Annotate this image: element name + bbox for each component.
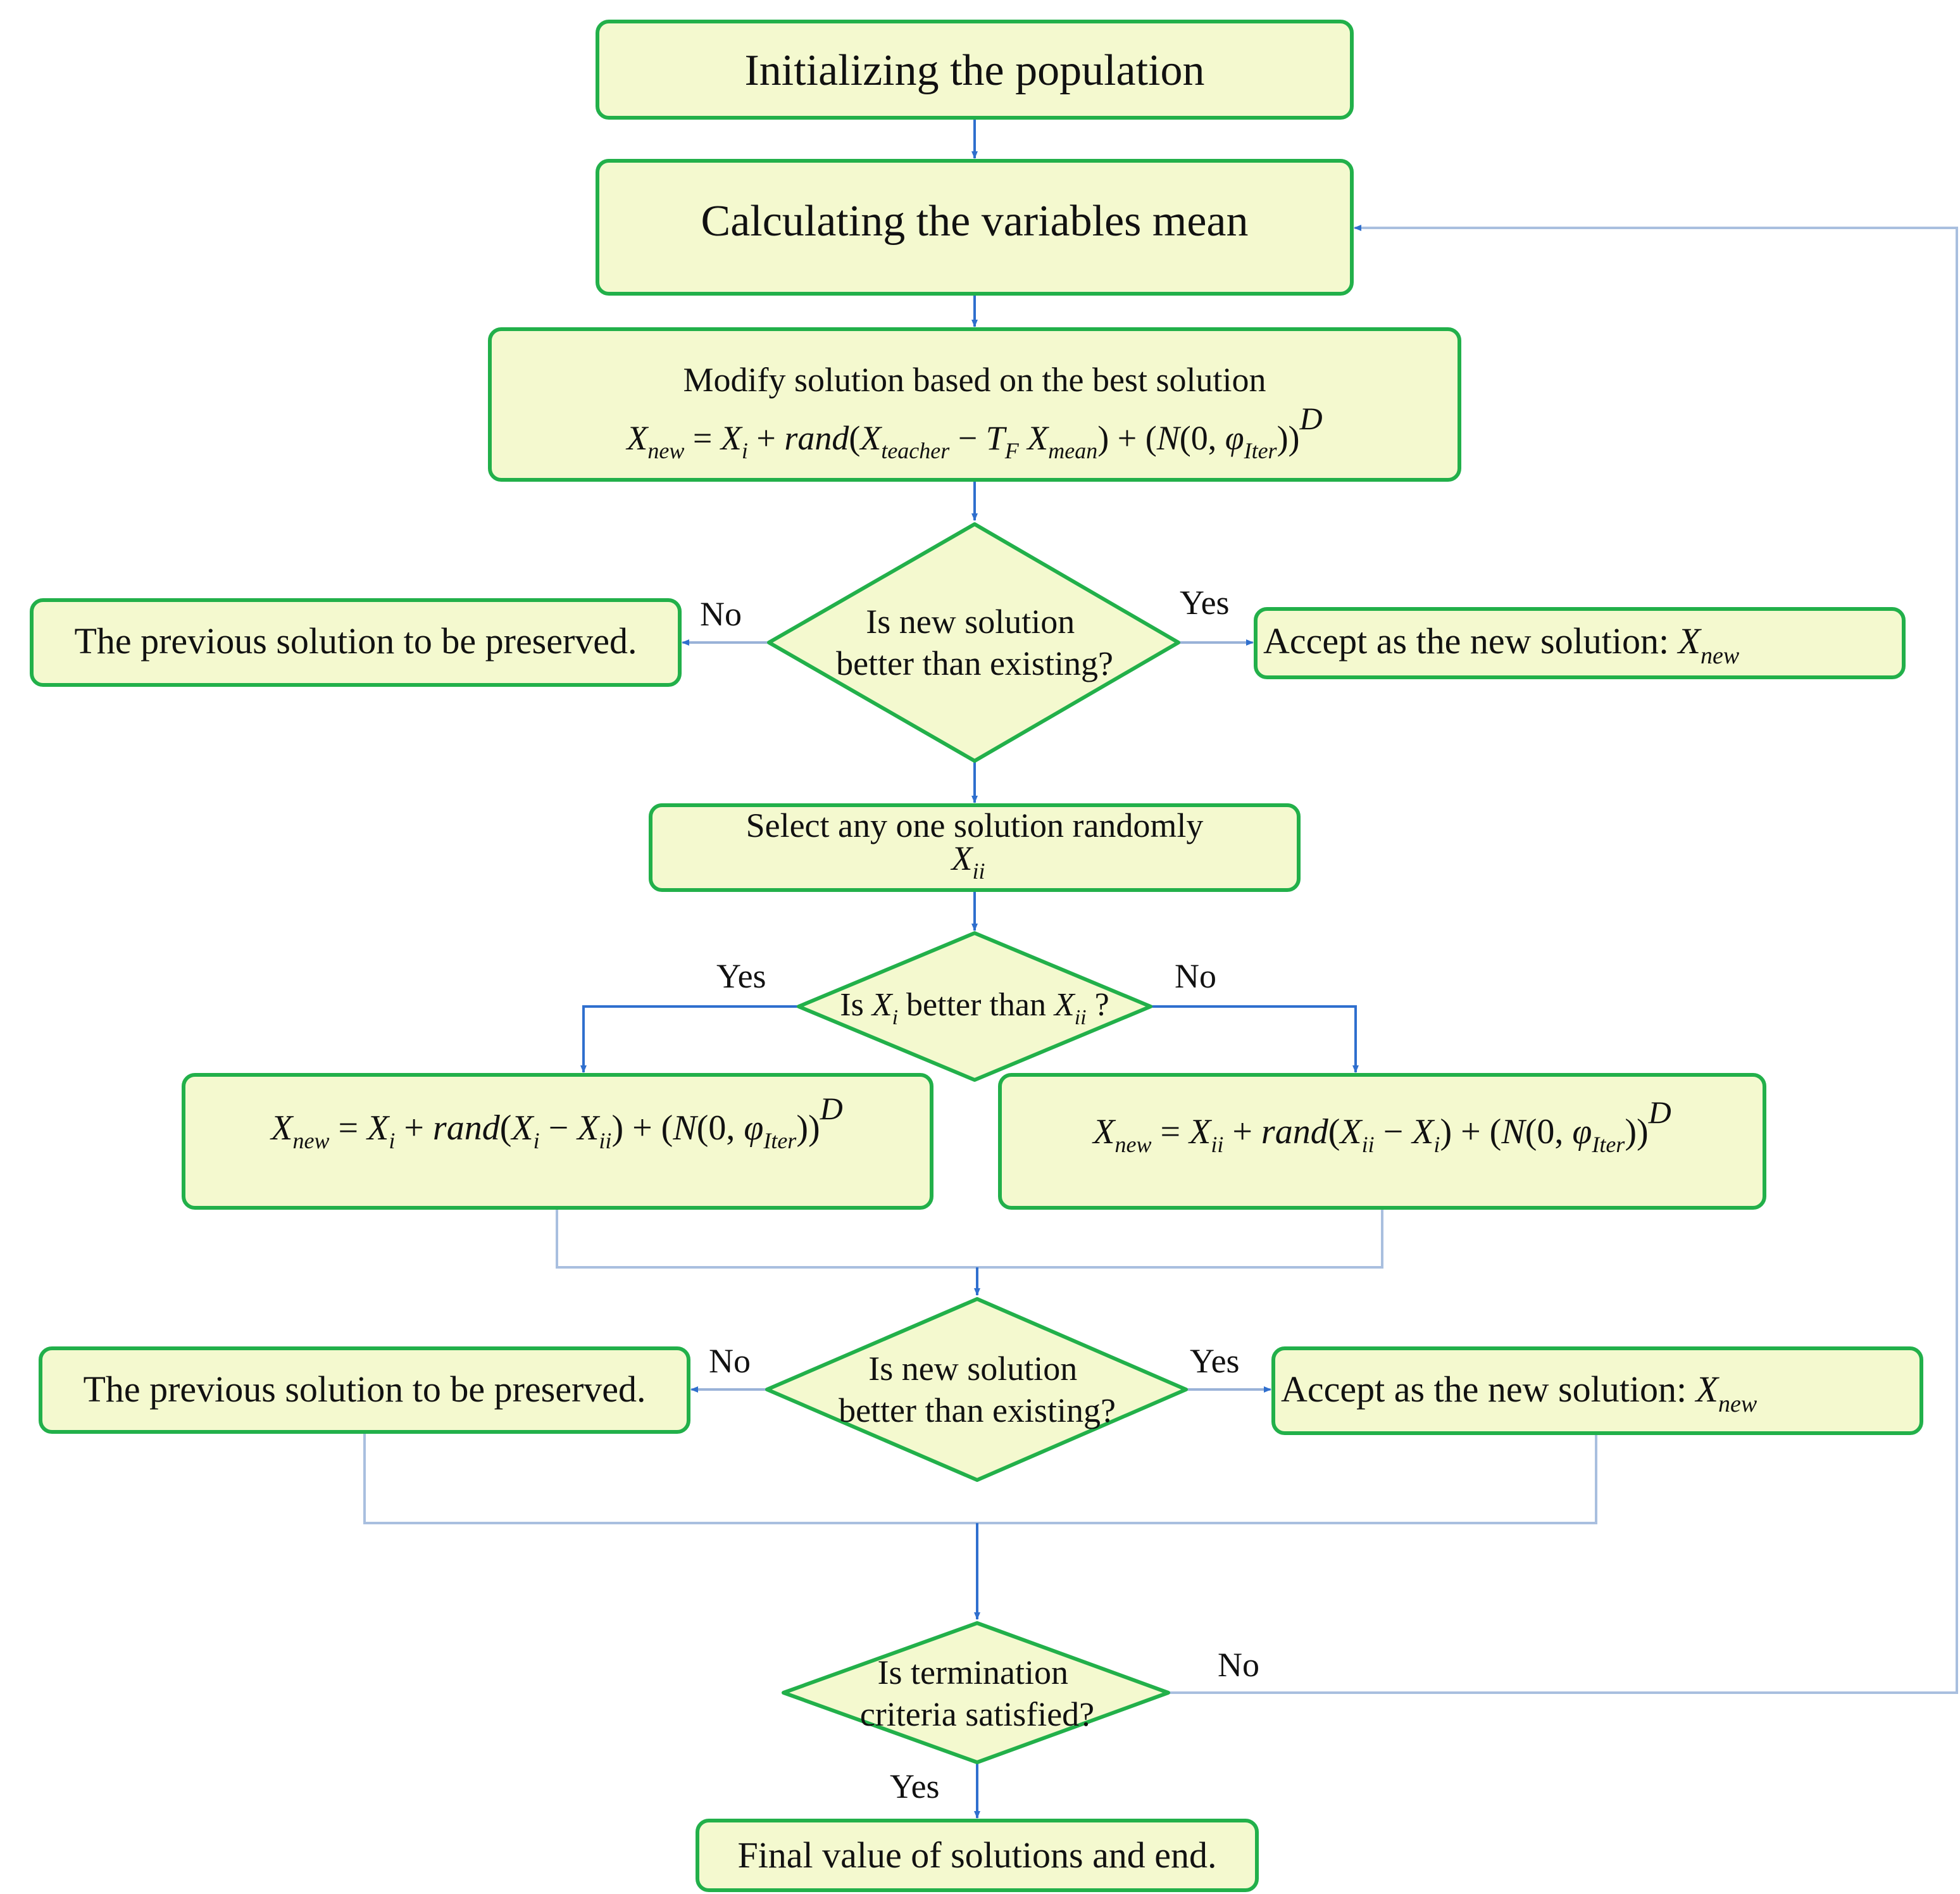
box-learner-yes [182,1073,933,1210]
box-teacher-phase [488,327,1461,482]
text-accept-new-2-label: Accept as the new solution: [1281,1369,1687,1410]
text-accept-new-1-label: Accept as the new solution: [1263,620,1669,662]
box-initialize [596,20,1354,120]
text-keep-previous-1: The previous solution to be preserved. [74,620,637,662]
connectors [363,119,1958,1819]
box-keep-previous-2 [39,1346,690,1434]
text-accept-new-1: Accept as the new solution: Xnew [1263,620,1740,669]
label-d3-no: No [709,1342,751,1380]
arrow-decision2-yes [580,1005,799,1073]
text-decision2: Is Xi better than Xii ? [840,987,1109,1029]
box-keep-previous-1 [30,598,682,687]
diamond-decision-2 [797,931,1152,1082]
text-final: Final value of solutions and end. [737,1834,1216,1876]
text-keep-previous-2: The previous solution to be preserved. [83,1369,646,1410]
arrow-decision4-no-loop [1168,225,1958,1694]
box-select-random [649,803,1301,892]
box-accept-new-1 [1254,607,1906,679]
label-d4-no: No [1218,1646,1259,1684]
connector-learners-merge [556,1208,1383,1269]
text-decision4-line2: criteria satisfied? [860,1695,1094,1733]
decision-diamonds [765,522,1188,1764]
label-d3-yes: Yes [1190,1342,1240,1380]
text-decision3-line1: Is new solution [868,1350,1077,1388]
formula-learner-yes: Xnew = Xi + rand(Xi − Xii) + (N(0, φIter… [270,1091,842,1153]
label-d4-yes: Yes [890,1767,940,1805]
formula-teacher-phase: Xnew = Xi + rand(Xteacher − TF Xmean) + … [625,401,1322,463]
text-decision4: Is termination criteria satisfied? [860,1653,1094,1733]
connector-accept2-merge [977,1433,1597,1524]
formula-learner-no: Xnew = Xii + rand(Xii − Xi) + (N(0, φIte… [1092,1094,1671,1157]
text-decision1-line1: Is new solution [866,603,1075,641]
box-final [696,1819,1259,1892]
edge-labels: No Yes Yes No No Yes No Yes [700,584,1259,1805]
text-decision1: Is new solution better than existing? [836,603,1113,682]
text-decision3-line2: better than existing? [839,1391,1116,1429]
box-learner-no [998,1073,1766,1210]
label-d1-no: No [700,595,742,633]
text-teacher-title: Modify solution based on the best soluti… [684,361,1266,399]
label-d2-no: No [1175,957,1216,995]
text-select-random: Select any one solution randomly [746,806,1204,844]
process-boxes [30,20,1923,1892]
diamond-decision-1 [767,522,1180,763]
diamond-decision-3 [765,1297,1188,1482]
text-decision1-line2: better than existing? [836,644,1113,682]
text-initialize: Initializing the population [744,46,1204,95]
arrow-decision2-no [1151,1005,1359,1073]
text-decision3: Is new solution better than existing? [839,1350,1116,1429]
connector-keep2-merge [363,1432,977,1524]
box-calculate-mean [596,159,1354,296]
text-select-var: Xii [950,839,985,884]
label-d1-yes: Yes [1180,584,1230,622]
box-accept-new-2 [1271,1346,1923,1435]
diamond-decision-4 [782,1621,1170,1764]
node-texts: Initializing the population Calculating … [74,46,1757,1876]
text-calculate-mean: Calculating the variables mean [701,197,1249,246]
label-d2-yes: Yes [716,957,766,995]
text-decision4-line1: Is termination [878,1653,1068,1691]
text-accept-new-2: Accept as the new solution: Xnew [1281,1369,1757,1417]
